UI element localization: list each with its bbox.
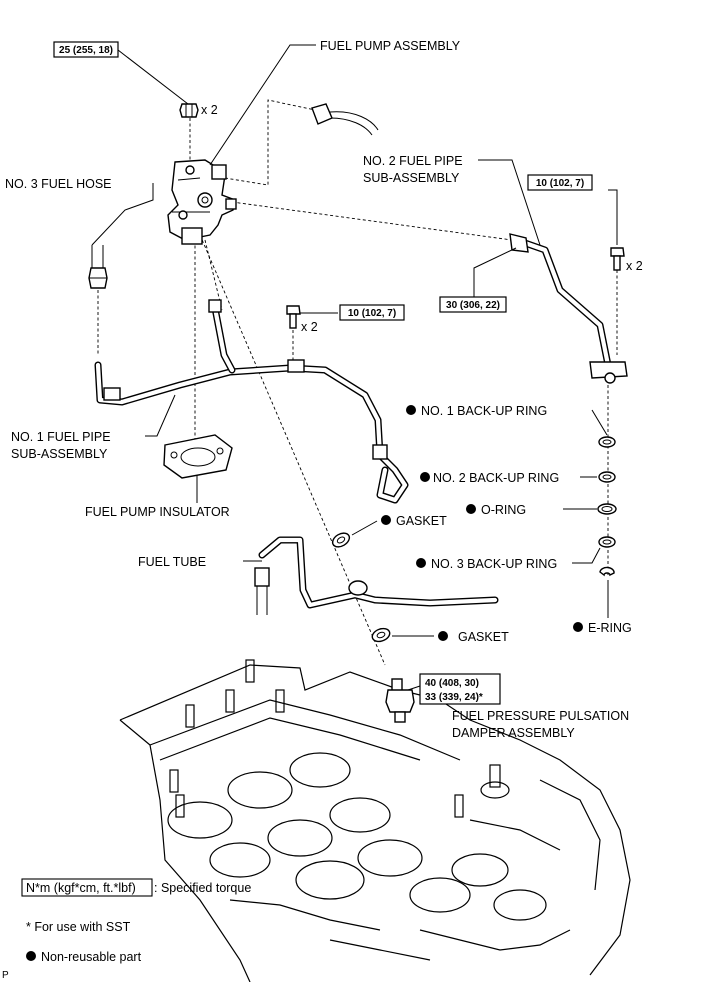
label-o-ring: O-RING xyxy=(481,503,526,517)
nonreusable-dot-gasket-upper xyxy=(381,515,391,525)
torque-spec-pipe2-union: 30 (306, 22) xyxy=(439,296,507,313)
gasket-lower xyxy=(371,627,391,643)
label-no1-backup-ring: NO. 1 BACK-UP RING xyxy=(421,404,547,418)
torque-value-pipe1-bolt: 10 (102, 7) xyxy=(348,308,396,319)
legend-nonreusable: Non-reusable part xyxy=(41,950,142,964)
label-damper-2: DAMPER ASSEMBLY xyxy=(452,726,575,740)
torque-value-damper-1: 40 (408, 30) xyxy=(425,678,479,689)
torque-value-pipe2-bolt: 10 (102, 7) xyxy=(536,178,584,189)
torque-value-damper-2: 33 (339, 24)* xyxy=(425,692,483,703)
label-fuel-tube: FUEL TUBE xyxy=(138,555,206,569)
label-fuel-pump-insulator: FUEL PUMP INSULATOR xyxy=(85,505,230,519)
o-ring xyxy=(597,503,617,515)
no2-backup-ring xyxy=(598,471,616,483)
no1-fuel-pipe-sub-assembly xyxy=(94,359,409,504)
label-gasket-upper: GASKET xyxy=(396,514,447,528)
qty-bolt-right: x 2 xyxy=(626,259,643,273)
torque-spec-pipe2-bolt: 10 (102, 7) xyxy=(527,174,593,191)
legend-nonreusable-dot xyxy=(26,951,36,961)
legend-sst-note: * For use with SST xyxy=(26,920,131,934)
engine-block-illustration xyxy=(119,659,631,982)
nonreusable-dot-no2-ring xyxy=(420,472,430,482)
qty-bolt-center: x 2 xyxy=(301,320,318,334)
no3-fuel-hose xyxy=(88,245,108,289)
label-no3-fuel-hose: NO. 3 FUEL HOSE xyxy=(5,177,112,191)
fuel-tube xyxy=(254,536,499,615)
pipe1-bolt xyxy=(286,305,301,329)
torque-spec-damper: 40 (408, 30) 33 (339, 24)* xyxy=(419,673,501,705)
label-no1-fuel-pipe-2: SUB-ASSEMBLY xyxy=(11,447,108,461)
legend: N*m (kgf*cm, ft.*lbf) : Specified torque… xyxy=(2,878,251,981)
label-no1-fuel-pipe-1: NO. 1 FUEL PIPE xyxy=(11,430,111,444)
label-no2-fuel-pipe-2: SUB-ASSEMBLY xyxy=(363,171,460,185)
qty-nut: x 2 xyxy=(201,103,218,117)
no3-backup-ring xyxy=(598,536,616,548)
no2-fuel-pipe-sub-assembly xyxy=(509,233,628,384)
torque-spec-pump-nut: 25 (255, 18) xyxy=(53,41,119,58)
legend-torque-desc: : Specified torque xyxy=(154,881,251,895)
pipe2-bolt xyxy=(610,247,625,271)
connector-pipe xyxy=(208,299,236,374)
pump-nut xyxy=(179,103,199,118)
e-ring xyxy=(599,566,615,577)
fuel-pump-assembly xyxy=(167,159,237,245)
label-no2-fuel-pipe-1: NO. 2 FUEL PIPE xyxy=(363,154,463,168)
label-e-ring: E-RING xyxy=(588,621,632,635)
label-fuel-pump-assembly: FUEL PUMP ASSEMBLY xyxy=(320,39,461,53)
torque-value-pipe2-union: 30 (306, 22) xyxy=(446,300,500,311)
nonreusable-dot-no3-ring xyxy=(416,558,426,568)
no1-backup-ring xyxy=(598,436,616,448)
fuel-pressure-pulsation-damper xyxy=(385,678,415,723)
label-no3-backup-ring: NO. 3 BACK-UP RING xyxy=(431,557,557,571)
legend-torque-box: N*m (kgf*cm, ft.*lbf) xyxy=(26,881,136,895)
torque-value-pump-nut: 25 (255, 18) xyxy=(59,45,113,56)
label-no2-backup-ring: NO. 2 BACK-UP RING xyxy=(433,471,559,485)
torque-spec-pipe1-bolt: 10 (102, 7) xyxy=(339,304,405,321)
nonreusable-dot-gasket-lower xyxy=(438,631,448,641)
nonreusable-dot-e-ring xyxy=(573,622,583,632)
nonreusable-dot-no1-ring xyxy=(406,405,416,415)
fuel-hose-end-top xyxy=(311,103,379,136)
nonreusable-dot-o-ring xyxy=(466,504,476,514)
label-gasket-lower: GASKET xyxy=(458,630,509,644)
corner-mark: P xyxy=(2,970,9,981)
leader-lines xyxy=(91,44,618,691)
label-damper-1: FUEL PRESSURE PULSATION xyxy=(452,709,629,723)
gasket-upper xyxy=(331,532,351,548)
fuel-pump-insulator xyxy=(163,434,233,479)
